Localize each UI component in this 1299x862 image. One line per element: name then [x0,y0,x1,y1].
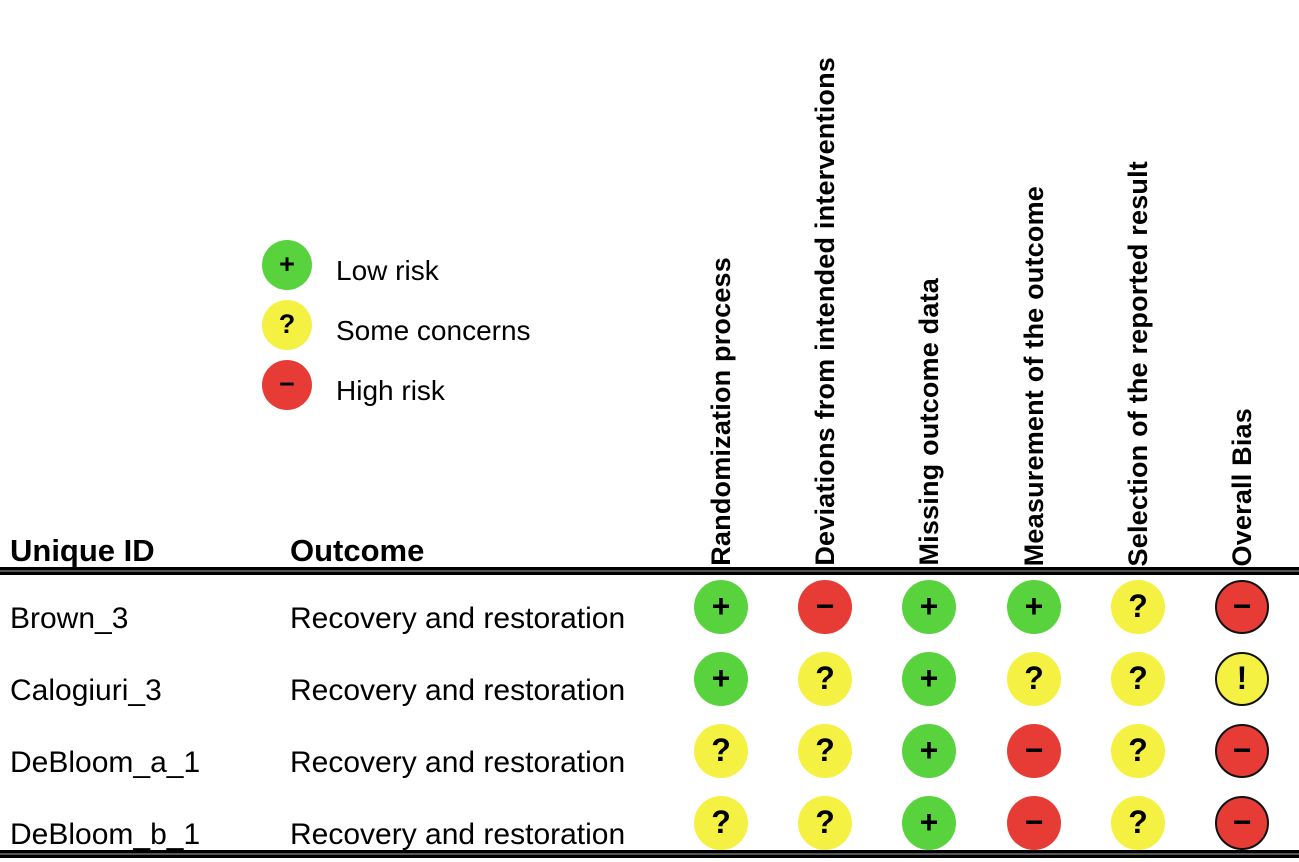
row-id-debloom-a-1: DeBloom_a_1 [10,746,201,779]
risk-symbol: + [711,660,731,696]
column-header-randomization-process: Randomization process [705,257,736,566]
risk-symbol: + [919,804,939,840]
row-outcome: Recovery and restoration [290,602,626,635]
high-risk-icon: − [262,360,312,410]
column-header-deviations-from-intended-interventions: Deviations from intended interventions [809,57,840,566]
risk-symbol: + [919,732,939,768]
judgment-circle-debloom-a-1-overall-bias: − [1215,724,1269,778]
risk-symbol: − [1232,804,1252,840]
judgment-circle-brown-3-overall-bias: − [1215,580,1269,634]
risk-symbol: − [1024,732,1044,768]
row-id-brown-3: Brown_3 [10,602,129,635]
risk-symbol: ? [815,660,835,696]
unique-id-header: Unique ID [10,533,155,568]
risk-symbol: ? [1128,732,1148,768]
judgment-circle-calogiuri-3-measurement-of-the-outcome: ? [1007,652,1061,706]
row-outcome: Recovery and restoration [290,674,626,707]
judgment-circle-calogiuri-3-deviations-from-intended-interventions: ? [798,652,852,706]
judgment-circle-brown-3-selection-of-the-reported-result: ? [1111,580,1165,634]
judgment-circle-debloom-a-1-randomization-process: ? [694,724,748,778]
risk-symbol: ? [711,804,731,840]
judgment-circle-calogiuri-3-randomization-process: + [694,652,748,706]
legend-item-low-risk: + Low risk [262,240,562,290]
row-outcome: Recovery and restoration [290,746,626,779]
risk-symbol: + [711,588,731,624]
row-id-debloom-b-1: DeBloom_b_1 [10,818,201,851]
judgment-circle-calogiuri-3-missing-outcome-data: + [902,652,956,706]
judgment-circle-debloom-b-1-randomization-process: ? [694,796,748,850]
risk-symbol: ? [1128,660,1148,696]
judgment-circle-debloom-a-1-selection-of-the-reported-result: ? [1111,724,1165,778]
low-risk-icon: + [262,240,312,290]
legend-symbol: − [279,368,295,399]
judgment-circle-debloom-b-1-deviations-from-intended-interventions: ? [798,796,852,850]
judgment-circle-calogiuri-3-selection-of-the-reported-result: ? [1111,652,1165,706]
legend-item-some-concerns: ? Some concerns [262,300,562,350]
risk-symbol: ? [711,732,731,768]
judgment-circle-brown-3-randomization-process: + [694,580,748,634]
risk-symbol: − [1232,732,1252,768]
risk-symbol: ? [1128,588,1148,624]
risk-symbol: + [919,588,939,624]
legend-symbol: ? [278,308,296,339]
row-outcome: Recovery and restoration [290,818,626,851]
risk-symbol: + [1024,588,1044,624]
judgment-circle-brown-3-measurement-of-the-outcome: + [1007,580,1061,634]
legend-label: Some concerns [336,315,531,346]
judgment-circle-debloom-a-1-deviations-from-intended-interventions: ? [798,724,852,778]
risk-symbol: ? [815,804,835,840]
legend-item-high-risk: − High risk [262,360,562,410]
judgment-circle-debloom-b-1-missing-outcome-data: + [902,796,956,850]
risk-symbol: ? [815,732,835,768]
risk-symbol: − [1024,804,1044,840]
judgment-circle-debloom-b-1-overall-bias: − [1215,796,1269,850]
judgment-circle-brown-3-missing-outcome-data: + [902,580,956,634]
risk-symbol: ? [1024,660,1044,696]
judgment-circle-debloom-a-1-missing-outcome-data: + [902,724,956,778]
header-divider-line [0,567,1299,575]
outcome-header: Outcome [290,533,425,568]
some-concerns-icon: ? [262,300,312,350]
column-header-measurement-of-the-outcome: Measurement of the outcome [1018,185,1049,566]
legend-label: Low risk [336,255,439,286]
column-header-missing-outcome-data: Missing outcome data [913,278,944,566]
column-header-overall-bias: Overall Bias [1226,407,1257,567]
risk-symbol: ! [1236,660,1248,696]
risk-symbol: − [815,588,835,624]
row-id-calogiuri-3: Calogiuri_3 [10,674,162,707]
legend-label: High risk [336,375,445,406]
judgment-circle-debloom-b-1-measurement-of-the-outcome: − [1007,796,1061,850]
legend-symbol: + [279,248,295,279]
judgment-circle-debloom-b-1-selection-of-the-reported-result: ? [1111,796,1165,850]
judgment-circle-calogiuri-3-overall-bias: ! [1215,652,1269,706]
risk-symbol: + [919,660,939,696]
risk-symbol: − [1232,588,1252,624]
bottom-border-line [0,850,1299,858]
column-header-selection-of-the-reported-result: Selection of the reported result [1122,160,1153,566]
judgment-circle-brown-3-deviations-from-intended-interventions: − [798,580,852,634]
judgment-circle-debloom-a-1-measurement-of-the-outcome: − [1007,724,1061,778]
risk-symbol: ? [1128,804,1148,840]
